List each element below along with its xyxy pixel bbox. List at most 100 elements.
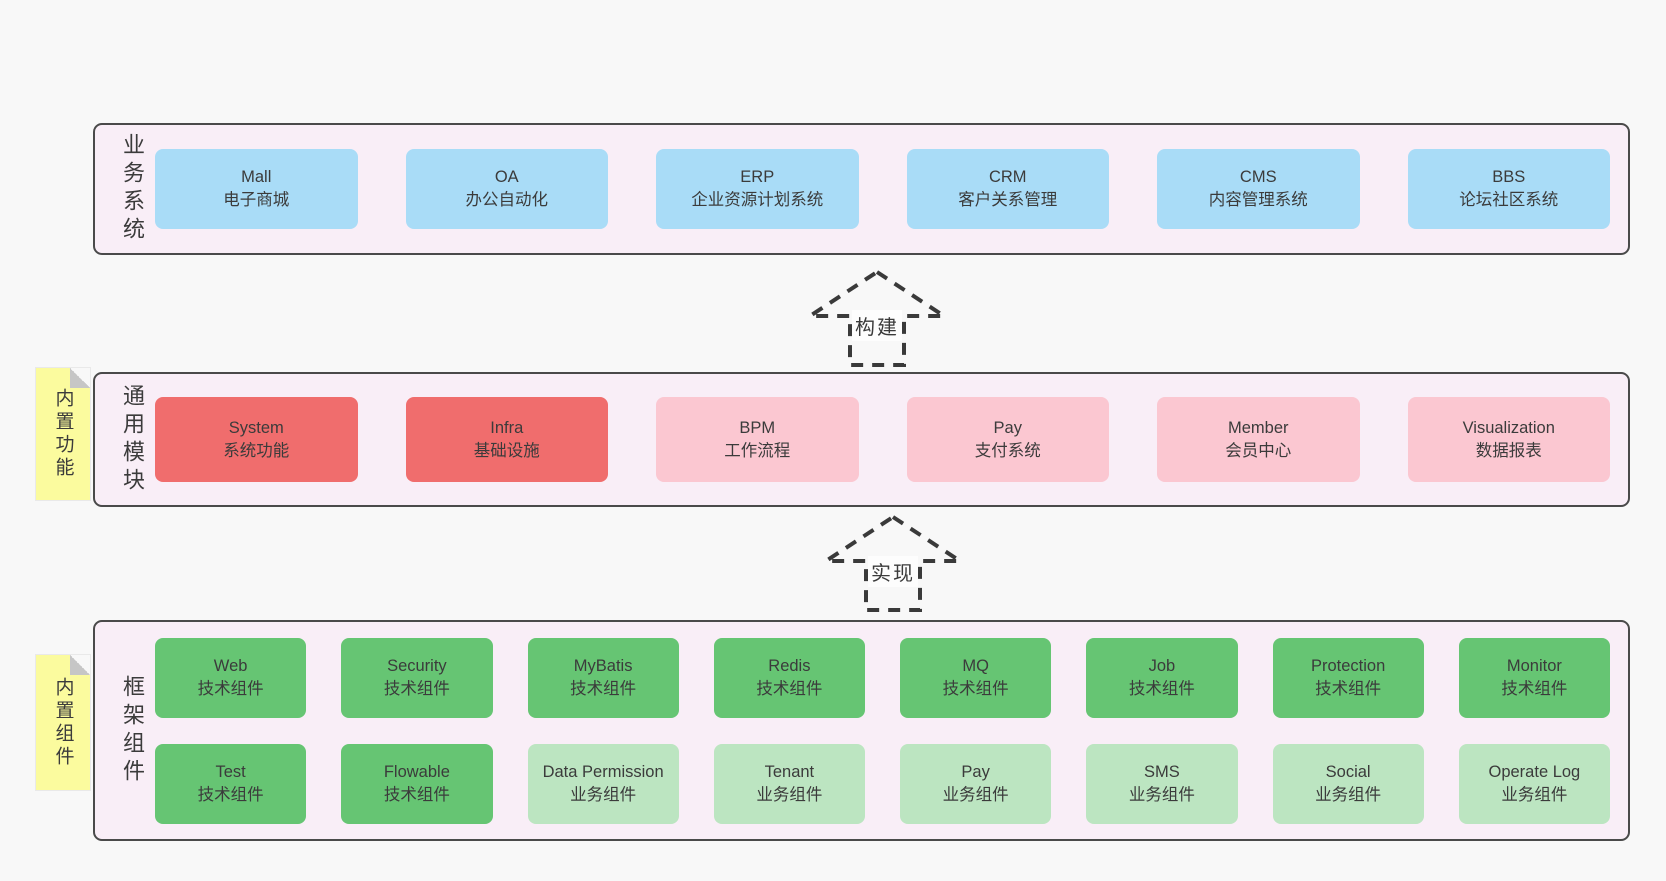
module-box-bpm: BPM 工作流程 <box>656 397 859 482</box>
box-name: BBS <box>1492 168 1526 187</box>
box-name: Protection <box>1310 656 1386 675</box>
box-subtitle: 技术组件 <box>383 785 450 804</box>
component-box-data-permission: Data Permission 业务组件 <box>527 743 679 824</box>
framework-components-panel: 框架组件 Web 技术组件 Security 技术组件 MyBatis 技术组件… <box>93 620 1630 841</box>
module-box-visualization: Visualization 数据报表 <box>1407 397 1610 482</box>
implement-arrow-label: 实现 <box>813 556 973 587</box>
box-name: System <box>228 418 284 437</box>
box-name: BPM <box>739 418 776 437</box>
box-name: Data Permission <box>542 762 664 781</box>
box-name: CMS <box>1239 168 1277 187</box>
box-name: Visualization <box>1462 418 1555 437</box>
system-box-bbs: BBS 论坛社区系统 <box>1407 149 1610 229</box>
module-box-member: Member 会员中心 <box>1157 397 1360 482</box>
box-subtitle: 论坛社区系统 <box>1459 191 1559 209</box>
module-box-system: System 系统功能 <box>155 397 358 482</box>
box-name: Redis <box>768 656 811 675</box>
box-subtitle: 业务组件 <box>1501 785 1568 804</box>
box-name: Mall <box>241 168 272 187</box>
builtin-components-note: 内置组件 <box>36 655 90 790</box>
box-name: Test <box>215 762 246 781</box>
box-subtitle: 技术组件 <box>197 785 264 804</box>
system-box-crm: CRM 客户关系管理 <box>906 149 1109 229</box>
note-folded-corner-icon <box>70 655 90 675</box>
component-box-pay: Pay 业务组件 <box>900 743 1052 824</box>
component-box-social: Social 业务组件 <box>1272 743 1424 824</box>
box-name: Social <box>1325 762 1371 781</box>
framework-components-row-1: Web 技术组件 Security 技术组件 MyBatis 技术组件 Redi… <box>155 637 1610 718</box>
component-box-sms: SMS 业务组件 <box>1086 743 1238 824</box>
box-name: Pay <box>993 418 1022 437</box>
box-name: Tenant <box>764 762 815 781</box>
box-name: Infra <box>490 418 524 437</box>
box-subtitle: 技术组件 <box>1128 679 1195 698</box>
system-box-erp: ERP 企业资源计划系统 <box>656 149 859 229</box>
box-subtitle: 工作流程 <box>724 441 791 460</box>
builtin-features-note-text: 内置功能 <box>52 388 74 480</box>
framework-components-label: 框架组件 <box>120 674 145 787</box>
box-name: CRM <box>988 168 1027 187</box>
box-subtitle: 技术组件 <box>1315 679 1382 698</box>
box-name: ERP <box>740 168 775 187</box>
business-systems-label: 业务系统 <box>120 133 145 245</box>
box-subtitle: 支付系统 <box>974 441 1041 460</box>
component-box-mybatis: MyBatis 技术组件 <box>527 637 679 718</box>
box-subtitle: 业务组件 <box>1315 785 1382 804</box>
box-subtitle: 基础设施 <box>473 441 540 460</box>
component-box-protection: Protection 技术组件 <box>1272 637 1424 718</box>
box-name: Monitor <box>1506 656 1562 675</box>
box-name: Operate Log <box>1488 762 1581 781</box>
box-subtitle: 数据报表 <box>1475 441 1542 460</box>
box-name: Job <box>1148 656 1176 675</box>
framework-components-row-2: Test 技术组件 Flowable 技术组件 Data Permission … <box>155 743 1610 824</box>
box-name: OA <box>494 168 519 187</box>
module-box-pay: Pay 支付系统 <box>906 397 1109 482</box>
box-name: MyBatis <box>573 656 633 675</box>
build-arrow-label: 构建 <box>797 310 957 341</box>
system-box-cms: CMS 内容管理系统 <box>1157 149 1360 229</box>
box-subtitle: 业务组件 <box>1128 785 1195 804</box>
component-box-monitor: Monitor 技术组件 <box>1458 637 1610 718</box>
note-folded-corner-icon <box>70 368 90 388</box>
system-box-oa: OA 办公自动化 <box>405 149 608 229</box>
component-box-flowable: Flowable 技术组件 <box>341 743 493 824</box>
common-modules-label: 通用模块 <box>120 383 145 496</box>
component-box-security: Security 技术组件 <box>341 637 493 718</box>
component-box-test: Test 技术组件 <box>155 743 307 824</box>
builtin-components-note-text: 内置组件 <box>52 676 74 769</box>
box-subtitle: 技术组件 <box>197 679 264 698</box>
box-subtitle: 技术组件 <box>383 679 450 698</box>
module-box-infra: Infra 基础设施 <box>405 397 608 482</box>
box-subtitle: 技术组件 <box>570 679 637 698</box>
component-box-redis: Redis 技术组件 <box>713 637 865 718</box>
component-box-web: Web 技术组件 <box>155 637 307 718</box>
component-box-operate-log: Operate Log 业务组件 <box>1458 743 1610 824</box>
box-subtitle: 业务组件 <box>942 785 1009 804</box>
box-subtitle: 技术组件 <box>756 679 823 698</box>
box-subtitle: 业务组件 <box>756 785 823 804</box>
box-subtitle: 办公自动化 <box>465 191 549 209</box>
box-subtitle: 客户关系管理 <box>958 191 1058 209</box>
box-name: Flowable <box>383 762 450 781</box>
common-modules-panel: 通用模块 System 系统功能 Infra 基础设施 BPM 工作流程 Pay… <box>93 372 1630 507</box>
box-name: Web <box>213 656 248 675</box>
box-subtitle: 系统功能 <box>223 441 290 460</box>
component-box-job: Job 技术组件 <box>1086 637 1238 718</box>
box-subtitle: 电子商城 <box>223 191 290 209</box>
box-subtitle: 业务组件 <box>570 785 637 804</box>
box-subtitle: 技术组件 <box>942 679 1009 698</box>
box-subtitle: 企业资源计划系统 <box>691 191 824 209</box>
box-subtitle: 会员中心 <box>1225 441 1292 460</box>
box-subtitle: 技术组件 <box>1501 679 1568 698</box>
framework-components-rows: Web 技术组件 Security 技术组件 MyBatis 技术组件 Redi… <box>155 637 1610 824</box>
system-box-mall: Mall 电子商城 <box>155 149 358 229</box>
common-modules-row: System 系统功能 Infra 基础设施 BPM 工作流程 Pay 支付系统… <box>155 397 1610 482</box>
box-name: Security <box>387 656 447 675</box>
builtin-features-note: 内置功能 <box>36 368 90 500</box>
box-subtitle: 内容管理系统 <box>1208 191 1308 209</box>
business-systems-panel: 业务系统 Mall 电子商城 OA 办公自动化 ERP 企业资源计划系统 CRM… <box>93 123 1630 255</box>
box-name: MQ <box>962 656 989 675</box>
component-box-mq: MQ 技术组件 <box>900 637 1052 718</box>
box-name: Pay <box>961 762 990 781</box>
